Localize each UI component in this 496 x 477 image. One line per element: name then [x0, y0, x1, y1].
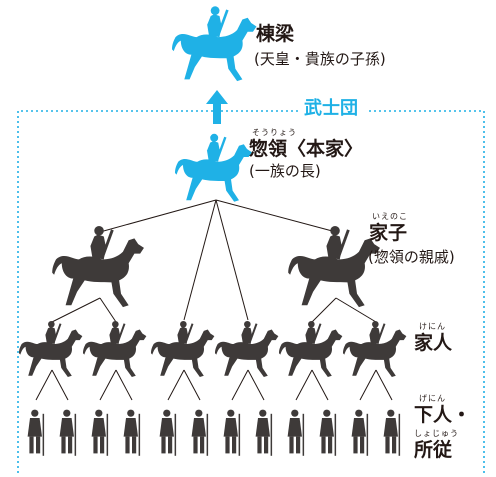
foot-soldier-icon — [91, 409, 109, 456]
souryou-label: 惣領〈本家〉 — [249, 138, 364, 160]
kenin-label: 家人 — [414, 332, 453, 354]
hierarchy-connector — [311, 369, 329, 401]
hierarchy-connector — [335, 297, 377, 323]
souryou-rider-icon — [175, 133, 252, 202]
hierarchy-connector — [295, 369, 313, 401]
foot-soldier-icon — [287, 409, 305, 456]
upward-arrow-icon — [206, 90, 228, 124]
hierarchy-connector — [99, 297, 117, 323]
hierarchy-connector — [231, 369, 249, 401]
ienoko-note: (惣領の親戚) — [368, 248, 455, 266]
hierarchy-connector — [215, 199, 337, 233]
hierarchy-connector — [167, 369, 185, 401]
kenin-rider-icon — [343, 320, 407, 378]
ienoko-rider-icon — [288, 225, 380, 308]
kenin-rider-icon — [215, 320, 279, 378]
foot-soldier-icon — [255, 409, 273, 456]
hierarchy-connector — [247, 369, 265, 401]
foot-soldier-icon — [59, 409, 77, 456]
hierarchy-connector — [99, 199, 217, 233]
hierarchy-connector — [35, 369, 53, 401]
warrior-group-border — [17, 110, 485, 473]
hierarchy-connector — [51, 297, 101, 323]
hierarchy-connector — [215, 199, 249, 321]
ienoko-rider-icon — [52, 225, 144, 308]
hierarchy-connector — [311, 297, 337, 323]
hierarchy-connector — [183, 199, 217, 321]
shojuu-ruby: しょじゅう — [414, 429, 459, 438]
genin-label: 下人・ — [414, 404, 472, 426]
touryou-note: (天皇・貴族の子孫) — [254, 50, 386, 68]
foot-soldier-icon — [123, 409, 141, 456]
touryou-rider-icon — [172, 6, 257, 82]
hierarchy-connector — [183, 369, 201, 401]
hierarchy-connector — [375, 369, 393, 401]
foot-soldier-icon — [319, 409, 337, 456]
kenin-rider-icon — [279, 320, 343, 378]
shojuu-label: 所従 — [414, 439, 453, 461]
foot-soldier-icon — [383, 409, 401, 456]
hierarchy-connector — [99, 369, 117, 401]
souryou-ruby: そうりょう — [252, 128, 297, 137]
kenin-ruby: けにん — [419, 322, 446, 331]
hierarchy-connector — [359, 369, 377, 401]
souryou-note: (一族の長) — [249, 162, 321, 180]
ienoko-ruby: いえのこ — [372, 212, 408, 221]
group-title: 武士団 — [299, 100, 363, 118]
foot-soldier-icon — [191, 409, 209, 456]
ienoko-label: 家子 — [369, 222, 408, 244]
kenin-rider-icon — [151, 320, 215, 378]
foot-soldier-icon — [351, 409, 369, 456]
kenin-rider-icon — [19, 320, 83, 378]
hierarchy-connector — [115, 369, 133, 401]
touryou-label: 棟梁 — [256, 23, 295, 45]
foot-soldier-icon — [27, 409, 45, 456]
foot-soldier-icon — [159, 409, 177, 456]
foot-soldier-icon — [223, 409, 241, 456]
kenin-rider-icon — [83, 320, 147, 378]
genin-ruby: げにん — [419, 394, 446, 403]
hierarchy-connector — [51, 369, 69, 401]
